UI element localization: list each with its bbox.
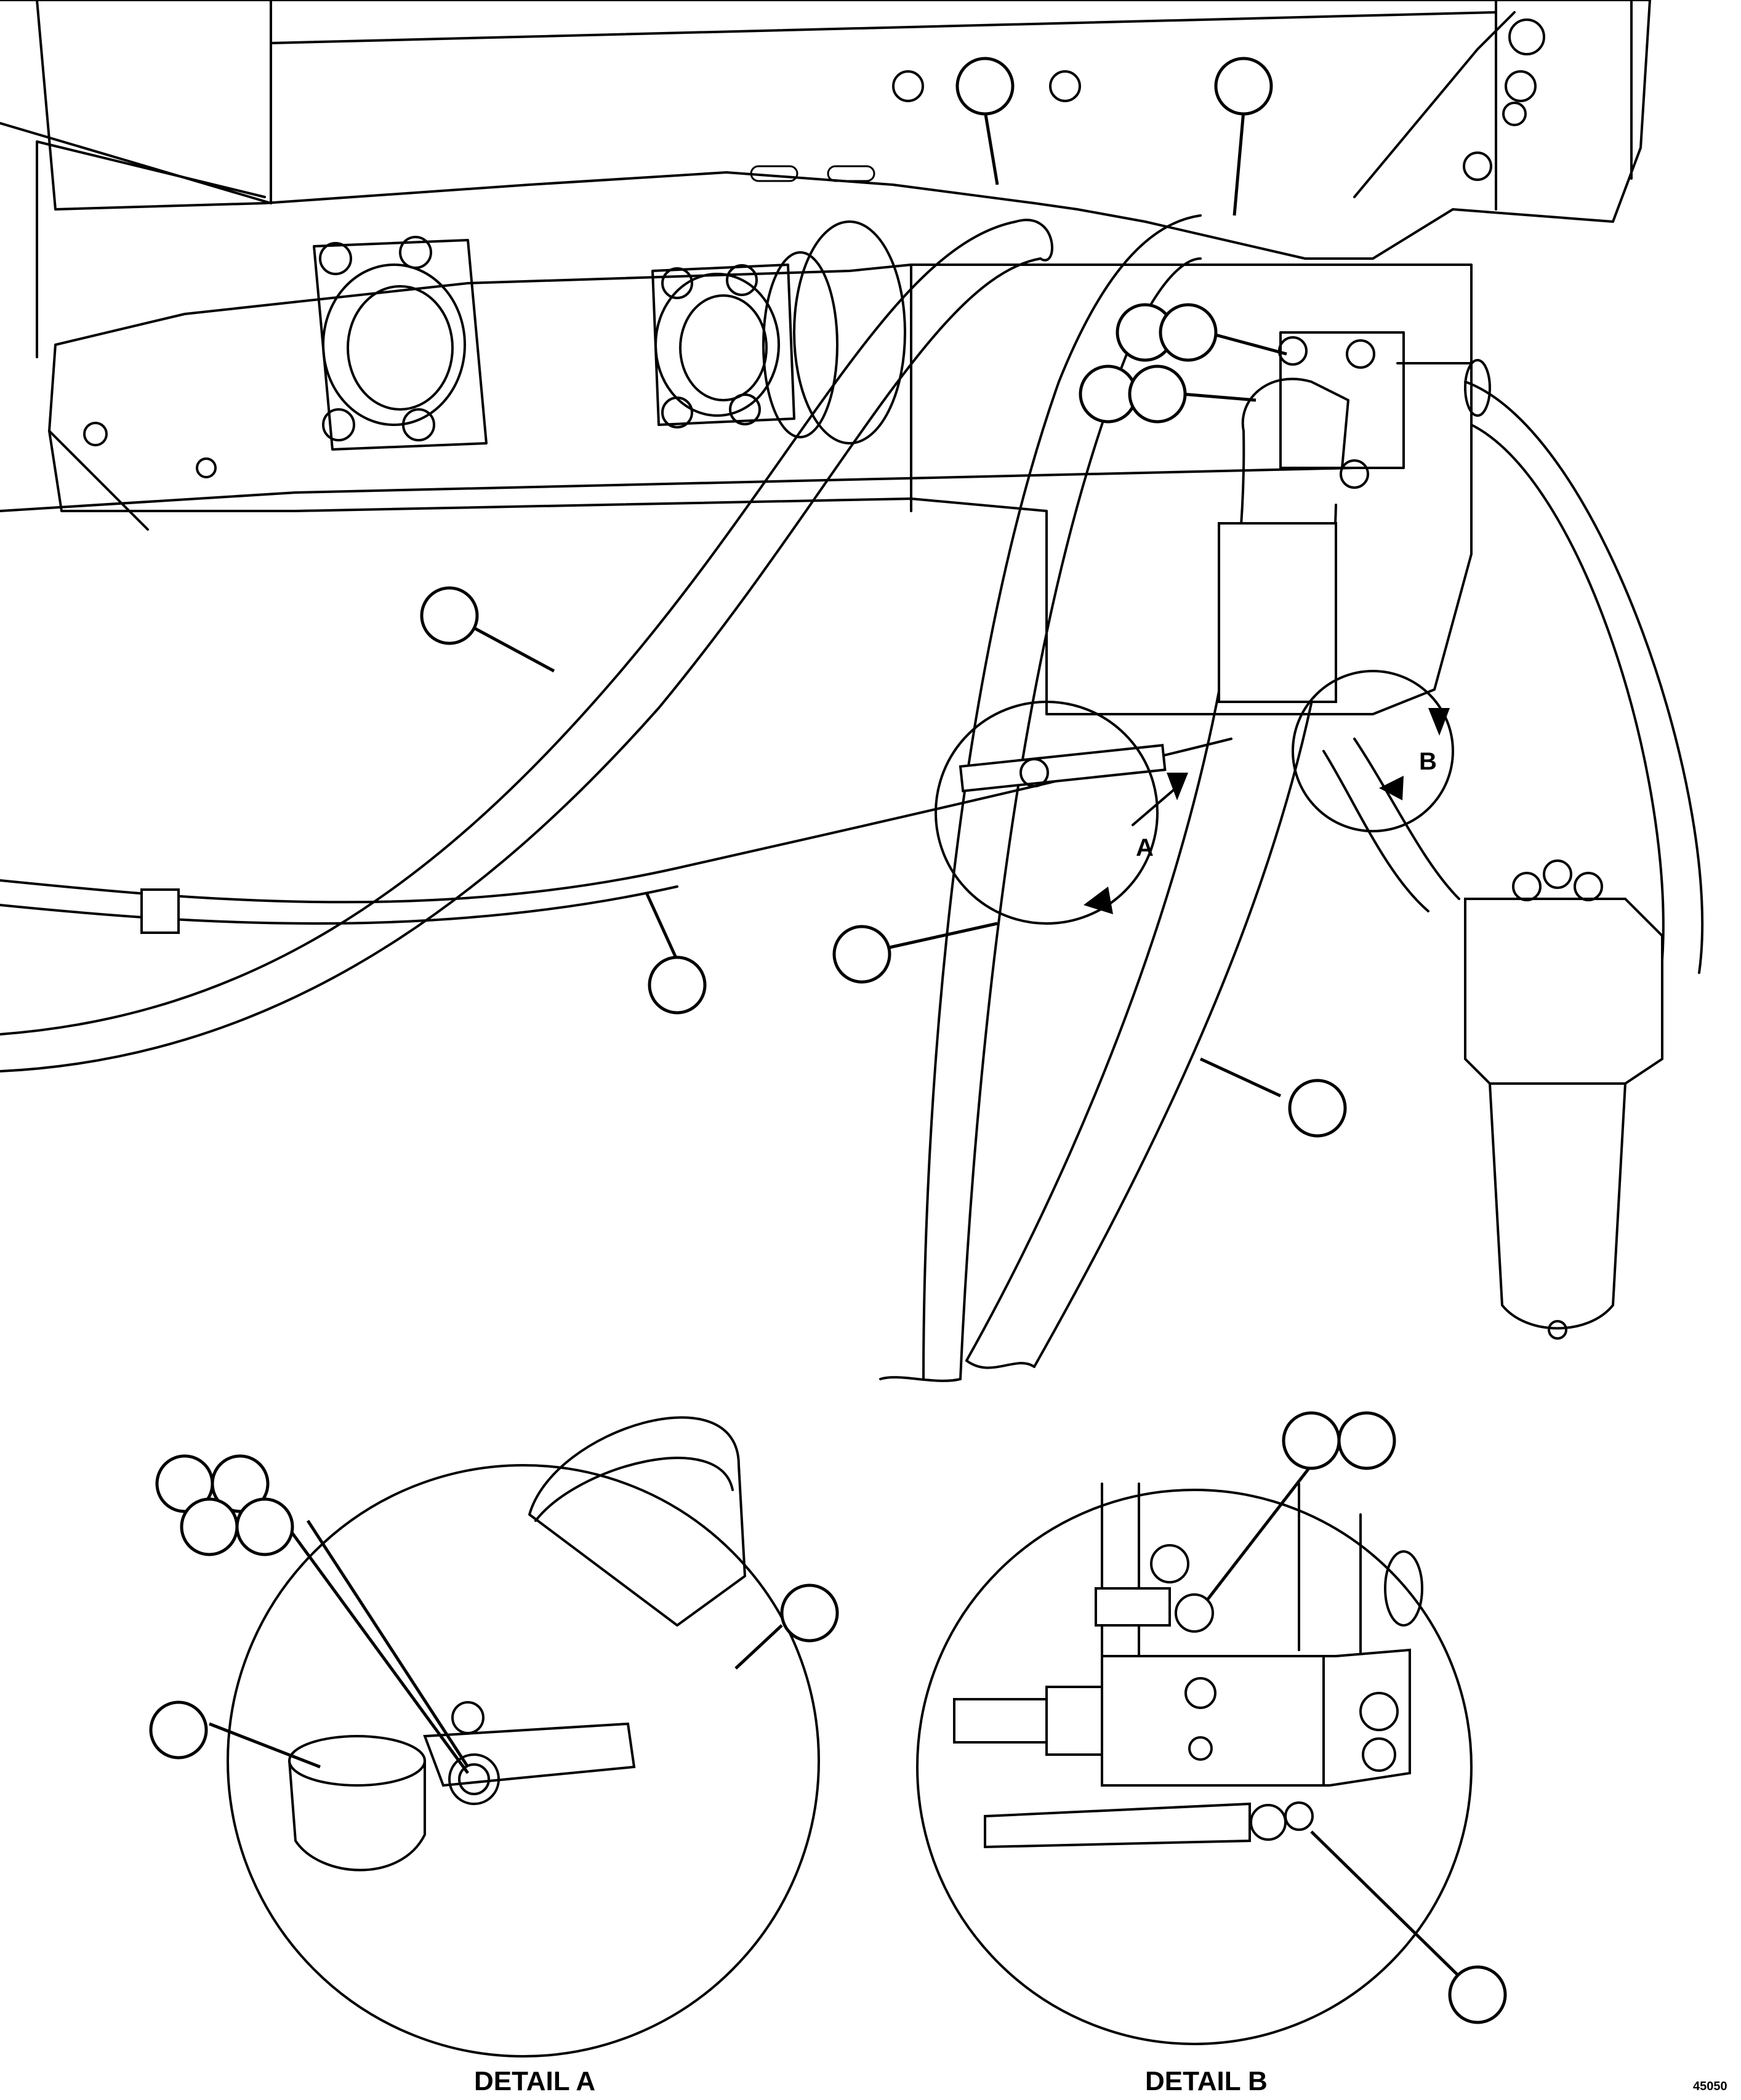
pump-port-flange-1 <box>313 236 488 451</box>
hose-large-left <box>0 219 1054 1072</box>
filter-assembly <box>1464 859 1663 1340</box>
valve-block <box>1278 331 1491 489</box>
frame-outline <box>0 0 1651 260</box>
detail-b-view-label: B <box>1419 748 1437 775</box>
hose-large-right-1 <box>879 214 1202 1382</box>
hose-elbow-fitting <box>1218 377 1349 703</box>
pump-port-flange-2 <box>651 264 795 428</box>
detail-a-view: DETAIL A <box>149 1416 839 2096</box>
detail-b-callout-circle <box>1292 670 1454 832</box>
detail-a-callout-circle <box>935 701 1159 925</box>
hose-small-b <box>1322 738 1460 912</box>
detail-a-caption: DETAIL A <box>474 2066 595 2096</box>
main-view-balloons <box>420 57 1347 1138</box>
main-view: A B <box>0 0 1704 1382</box>
lube-tube-with-clamp <box>0 738 1232 934</box>
pump-body <box>48 264 1473 715</box>
hose-right-loop <box>1464 380 1704 974</box>
figure-number: 45050 <box>1693 2080 1727 2093</box>
detail-a-view-label: A <box>1136 834 1154 861</box>
detail-b-caption: DETAIL B <box>1145 2066 1268 2096</box>
detail-b-view: DETAIL B <box>916 1411 1507 2096</box>
